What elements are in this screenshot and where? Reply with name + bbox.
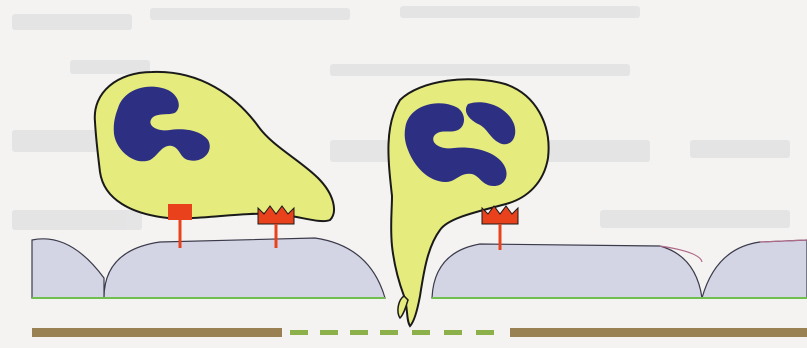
adhesion-receptor-3: [482, 206, 518, 250]
endothelial-cell-3: [432, 244, 702, 298]
endothelial-cell-2: [104, 238, 385, 298]
endothelial-cell-4: [702, 240, 807, 298]
endothelial-cell-1: [32, 239, 104, 298]
basement-membrane: [32, 328, 807, 337]
